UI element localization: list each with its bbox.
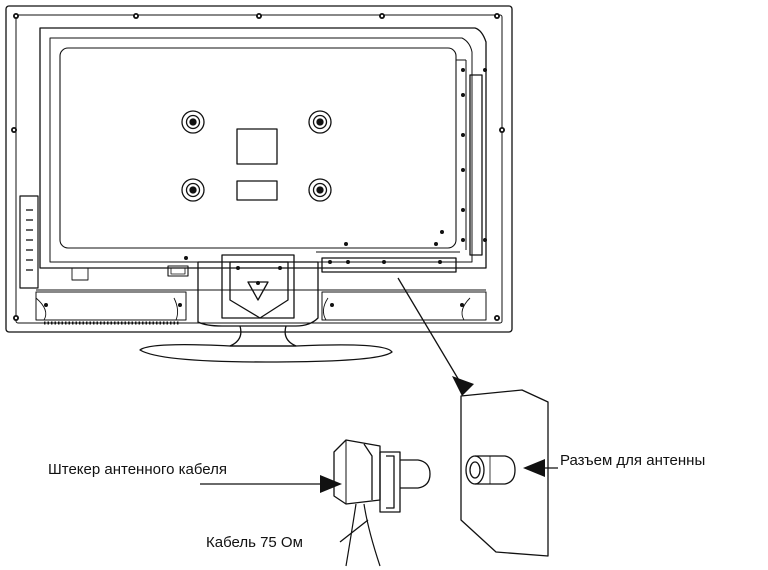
center-plate-small [236,180,278,201]
antenna-socket-icon [465,455,485,485]
cable-label-pointer [339,519,369,543]
center-plate-large [236,128,278,165]
antenna-plug [333,439,431,567]
cable-label: Кабель 75 Ом [206,534,303,551]
tv-outer-frame [5,5,513,333]
side-control-buttons [19,195,39,289]
plug-label: Штекер антенного кабеля [48,461,227,478]
socket-label-arrowhead [523,459,545,477]
antenna-socket-panel [460,389,549,557]
right-connector-strip [469,74,483,256]
tv-inner-frame [15,14,503,324]
socket-label: Разъем для антенны [560,452,705,469]
socket-pointer-line [397,277,461,383]
socket-pointer-arrowhead [452,376,474,396]
tv-housing-outline [39,27,487,269]
tv-housing-inner [49,37,473,263]
chassis-screws [11,13,505,321]
tv-back-cover [59,47,457,249]
bottom-connector-panel [321,257,457,273]
plug-label-arrowhead [320,475,342,493]
vesa-mount-holes [181,110,332,202]
